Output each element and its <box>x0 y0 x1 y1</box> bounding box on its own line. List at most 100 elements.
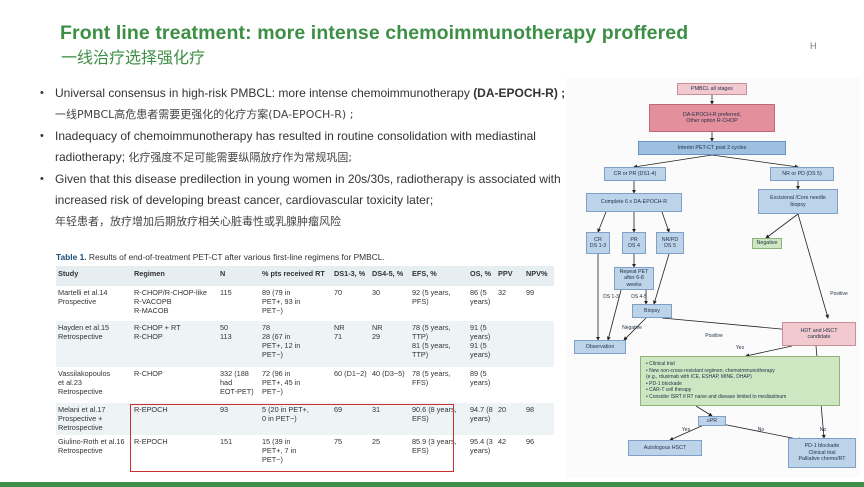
flow-box-biopsy: Biopsy <box>632 304 672 318</box>
table-cell-line: 28 (67 in <box>262 332 291 341</box>
table-cell-line: 85.9 (3 years, <box>412 437 457 446</box>
table-cell-ds13: 70 <box>332 286 370 321</box>
table-cell-line: PET−) <box>262 387 283 396</box>
table-cell-line: PET−) <box>262 455 283 464</box>
table-cell-line: et al.23 <box>58 378 82 387</box>
table-cell-line: 15 (39 in <box>262 437 291 446</box>
table-cell-line: 75 <box>334 437 343 446</box>
bullet-zh-text: 化疗强度不足可能需要纵隔放疗作为常规巩固; <box>128 151 353 165</box>
flow-box-da-epoch: DA-EPOCH-R preferred,Other option R-CHOP <box>649 104 775 132</box>
table-cell-line: 0 in PET−) <box>262 414 297 423</box>
bullet-text: increased risk of developing breast canc… <box>55 193 434 208</box>
table-cell-line: R-VACOPB <box>134 297 172 306</box>
table-header-cell: Study <box>58 269 79 278</box>
flow-box-pmbcl: PMBCL all stages <box>677 83 747 95</box>
table-cell-line: years) <box>470 414 491 423</box>
flow-label-ds13: DS 1-3 <box>603 293 619 300</box>
table-cell-line: NR <box>334 323 345 332</box>
table-caption-label: Table 1. <box>56 252 87 262</box>
flow-label-yes-top: Yes <box>735 344 745 351</box>
table-cell-line: 81 (5 years, <box>412 341 451 350</box>
table-cell-line: R-MACOB <box>134 306 169 315</box>
table-cell-line: PFS) <box>412 297 429 306</box>
table-cell-line: 89 (5 <box>470 369 487 378</box>
table-cell-ppv: 20 <box>496 403 524 435</box>
flow-box-treatment-options: • Clinical trial • New non-cross-resista… <box>640 356 840 406</box>
table-cell-line: Giulino-Roth et al.16 <box>58 437 125 446</box>
table-cell-line: years) <box>470 350 491 359</box>
table-cell-line: 89 (79 in <box>262 288 291 297</box>
table-cell-n: 93 <box>218 403 260 435</box>
bullet-zh-text: 一线PMBCL高危患者需要更强化的化疗方案(DA-EPOCH-R) ; <box>55 108 354 122</box>
table-header-cell: DS1-3, % <box>334 269 366 278</box>
bullet-item: • Universal consensus in high-risk PMBCL… <box>40 83 580 126</box>
bullet-text: Universal consensus in high-risk PMBCL: … <box>55 86 474 100</box>
table-cell-line: PET+, 12 in <box>262 341 301 350</box>
bottom-bar <box>0 482 864 487</box>
table-cell-line: PET+, 45 in <box>262 378 301 387</box>
table-cell-line: 42 <box>498 437 507 446</box>
table-cell-line: 93 <box>220 405 229 414</box>
flow-box-ge-pr: ≥PR <box>698 416 726 426</box>
table-cell-ds45: 31 <box>370 403 410 435</box>
table-cell-line: 98 <box>526 405 535 414</box>
table-cell-ds13: 69 <box>332 403 370 435</box>
table-cell-efs: 78 (5 years,TTP)81 (5 years,TTP) <box>410 321 468 367</box>
table-cell-line: 78 (5 years, <box>412 323 451 332</box>
bullet-item: • Inadequacy of chemoimmunotherapy has r… <box>40 126 580 169</box>
table-header-cell: NPV% <box>526 269 548 278</box>
table-cell-line: 40 (D3−5) <box>372 369 405 378</box>
corner-mark: H <box>810 41 817 51</box>
table-header-row: Study Regimen N % pts received RT DS1-3,… <box>56 266 554 286</box>
table-cell-line: 71 <box>334 332 343 341</box>
table-caption-text: Results of end-of-treatment PET-CT after… <box>88 252 385 262</box>
table-cell-line: Prospective + <box>58 414 103 423</box>
table-cell-npv: 98 <box>524 403 554 435</box>
table-cell-line: Retrospective <box>58 332 103 341</box>
table-cell-line: 92 (5 years, <box>412 288 451 297</box>
bullet-text: radiotherapy; <box>55 150 129 165</box>
table-cell-npv <box>524 367 554 403</box>
flow-label-no-mid: No <box>757 426 765 433</box>
table-cell-line: 113 <box>220 332 232 341</box>
table-cell-line: 91 (5 <box>470 341 487 350</box>
table-cell-line: R-CHOP + RT <box>134 323 181 332</box>
table-cell-line: PET+, 7 in <box>262 446 297 455</box>
table-cell-line: years) <box>470 332 491 341</box>
table-caption: Table 1. Results of end-of-treatment PET… <box>56 252 385 262</box>
table-header-cell: DS4-5, % <box>372 269 404 278</box>
table-cell-line: R-EPOCH <box>134 437 168 446</box>
table-cell-efs: 85.9 (3 years,EFS) <box>410 435 468 469</box>
flow-label-no-right: No <box>819 426 827 433</box>
bullet-text: Given that this disease predilection in … <box>55 171 561 186</box>
table-cell-line: 29 <box>372 332 381 341</box>
table-cell-line: 151 <box>220 437 233 446</box>
flow-label-yes-bottom: Yes <box>681 426 691 433</box>
flowchart-connectors <box>596 95 830 442</box>
table-cell-ds45: 25 <box>370 435 410 469</box>
table-cell-n: 151 <box>218 435 260 469</box>
table-cell-regimen: R-CHOP <box>132 367 218 403</box>
table-cell-regimen: R-EPOCH <box>132 435 218 469</box>
bullet-list: • Universal consensus in high-risk PMBCL… <box>40 83 580 233</box>
table-cell-line: Retrospective <box>58 387 103 396</box>
table-header-cell: EFS, % <box>412 269 437 278</box>
results-table-panel: Table 1. Results of end-of-treatment PET… <box>50 244 560 476</box>
